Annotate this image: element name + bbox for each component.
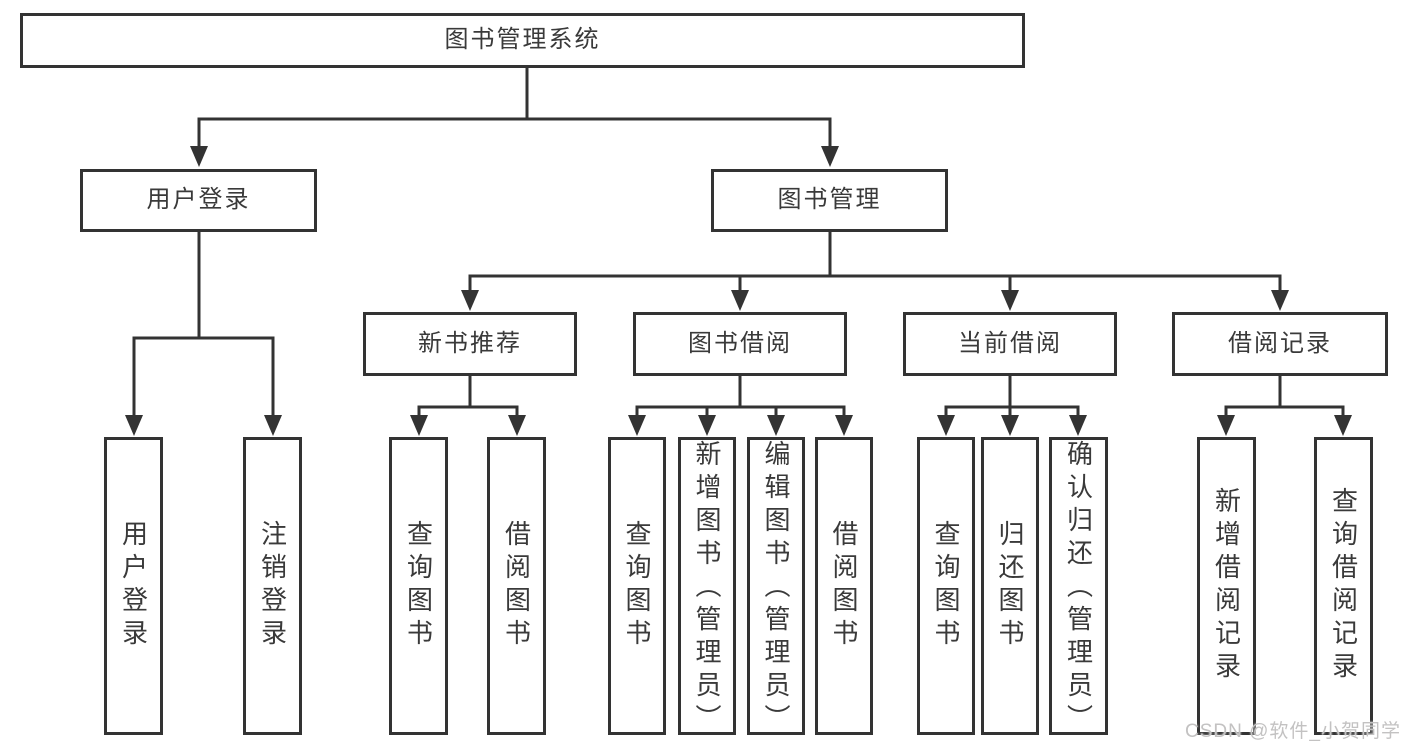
leaf-query-borrow-record: 查询借阅记录 [1314, 437, 1373, 735]
leaf-borrow-books: 借阅图书 [815, 437, 873, 735]
node-new-book-recommend: 新书推荐 [363, 312, 577, 376]
leaf-query-books-current: 查询图书 [917, 437, 975, 735]
leaf-add-books-admin: 新增图书（管理员） [678, 437, 736, 737]
leaf-edit-books-admin: 编辑图书（管理员） [747, 437, 805, 737]
leaf-query-books-recommend: 查询图书 [389, 437, 448, 735]
leaf-logout: 注销登录 [243, 437, 302, 735]
node-library-system: 图书管理系统 [20, 13, 1025, 68]
leaf-add-borrow-record: 新增借阅记录 [1197, 437, 1256, 735]
leaf-borrow-books-recommend: 借阅图书 [487, 437, 546, 735]
node-user-login-branch: 用户登录 [80, 169, 317, 232]
csdn-watermark: CSDN @软件_小贺同学 [1185, 721, 1401, 742]
leaf-query-books-borrow: 查询图书 [608, 437, 666, 735]
node-current-borrow: 当前借阅 [903, 312, 1117, 376]
node-book-borrow: 图书借阅 [633, 312, 847, 376]
node-borrow-records: 借阅记录 [1172, 312, 1388, 376]
leaf-return-books: 归还图书 [981, 437, 1039, 735]
leaf-user-login: 用户登录 [104, 437, 163, 735]
leaf-confirm-return-admin: 确认归还（管理员） [1049, 437, 1108, 737]
node-book-management: 图书管理 [711, 169, 948, 232]
